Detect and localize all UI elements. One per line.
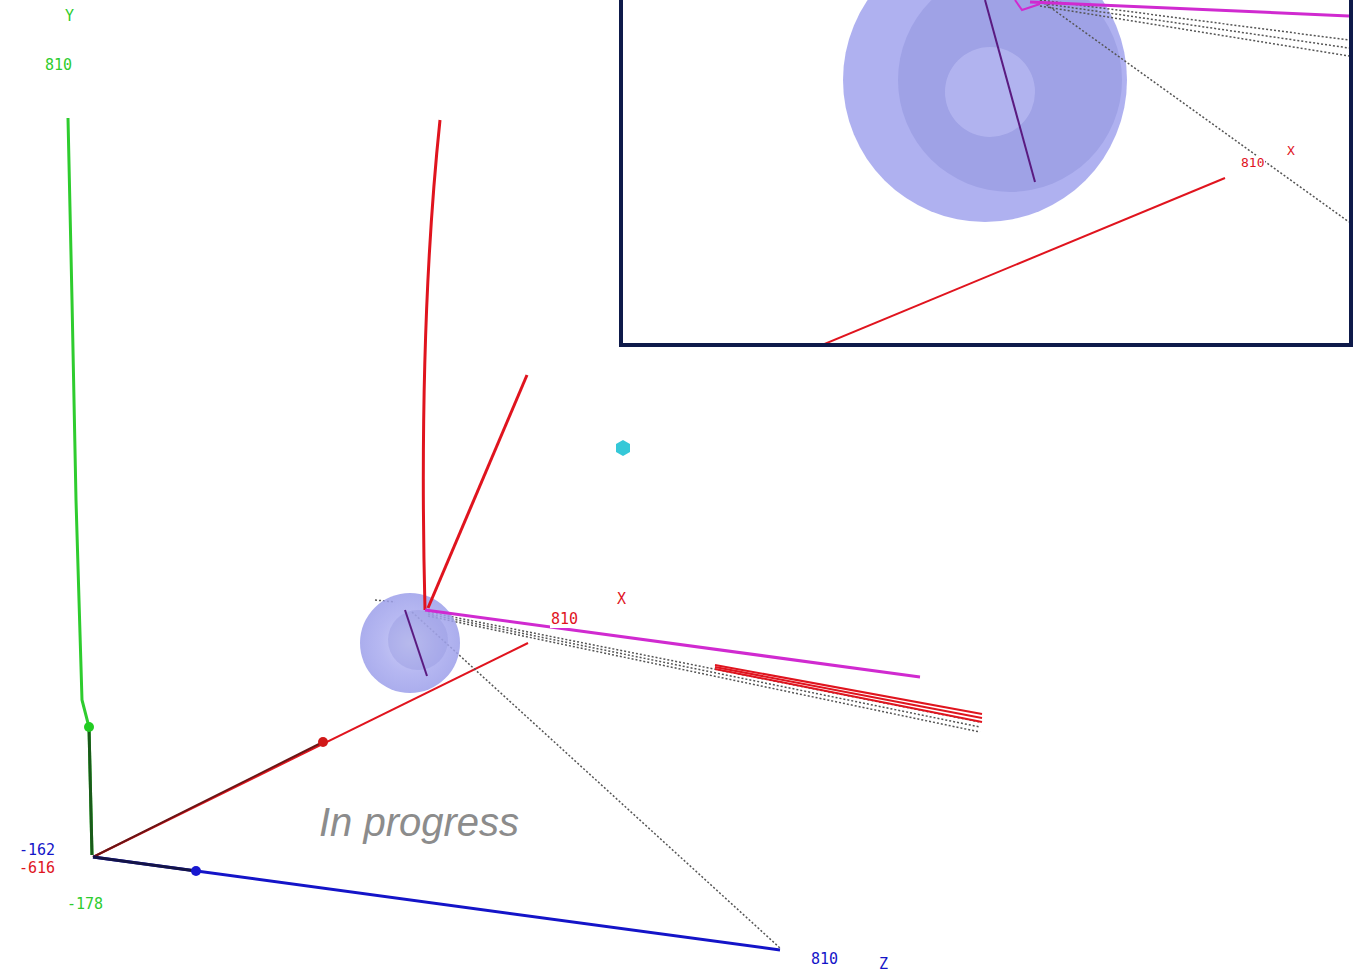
zoom-inset — [621, 0, 1351, 345]
axis-name: X — [616, 591, 627, 608]
axis-dot — [191, 866, 201, 876]
y-axis — [68, 118, 92, 855]
axis-min: -616 — [18, 860, 56, 877]
axis-value: 810 — [1240, 156, 1265, 170]
axis-value: 810 — [550, 611, 579, 628]
axis-dot — [318, 737, 328, 747]
track — [405, 610, 427, 676]
axis-min: -178 — [66, 896, 104, 913]
axis-dot — [84, 722, 94, 732]
axis-value: 810 — [810, 951, 839, 968]
y-axis-stub — [89, 727, 92, 855]
z-axis-stub — [93, 857, 196, 871]
axis-name: X — [1286, 144, 1296, 158]
track-bundle — [715, 665, 982, 722]
z-axis — [93, 857, 780, 950]
track — [425, 610, 920, 677]
axis-name: Y — [64, 8, 75, 25]
hit-marker — [616, 440, 630, 456]
axis-min: -162 — [18, 842, 56, 859]
axis-name: Z — [878, 956, 889, 973]
vertex-sphere — [360, 593, 460, 693]
axis-value: 810 — [44, 57, 73, 74]
dotted-tracks — [375, 600, 980, 948]
x-axis-stub — [93, 742, 323, 857]
track — [428, 375, 527, 608]
track — [423, 120, 440, 610]
x-axis — [93, 643, 528, 857]
vertex-sphere-core — [388, 610, 448, 670]
watermark: In progress — [318, 800, 520, 844]
